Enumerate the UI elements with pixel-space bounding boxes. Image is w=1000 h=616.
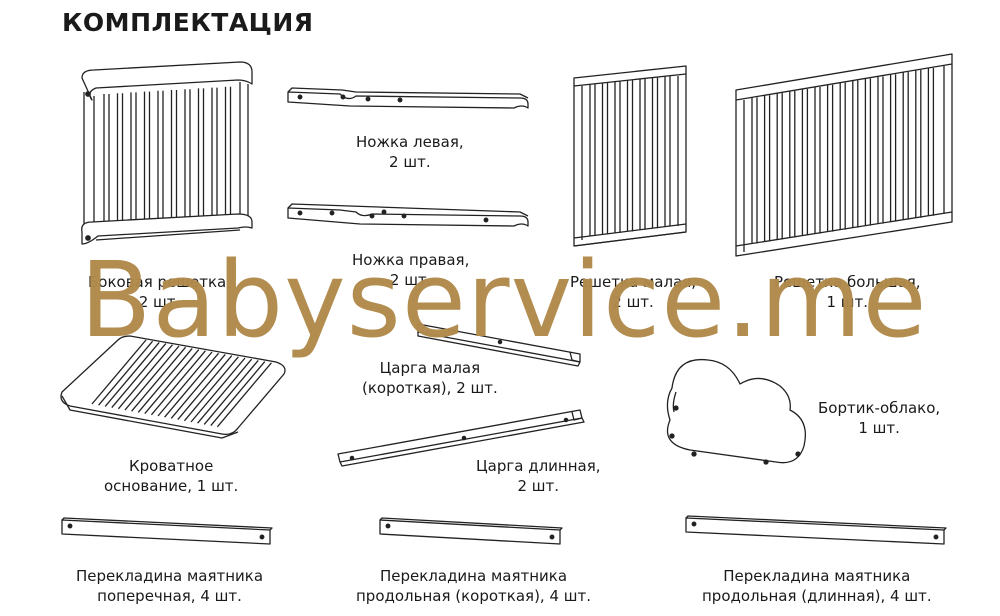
label-bar-long-short: Перекладина маятника продольная (коротка… xyxy=(356,567,592,605)
slat-line xyxy=(137,347,193,413)
slat-line xyxy=(111,343,167,409)
label-leg-left: Ножка левая, 2 шт. xyxy=(356,133,464,171)
tsarga-long-drawing xyxy=(337,409,585,467)
slat-line xyxy=(203,359,259,425)
tsarga-short-drawing xyxy=(417,323,581,367)
label-tsarga-long: Царга длинная, 2 шт. xyxy=(476,457,601,495)
slat-line xyxy=(150,350,206,416)
grid-large-drawing xyxy=(735,53,953,257)
slat-line xyxy=(91,339,147,405)
slat-line xyxy=(177,355,233,421)
watermark: Babyservice.me xyxy=(80,239,928,361)
bar-long-short-drawing xyxy=(379,517,563,545)
label-bar-cross: Перекладина маятника поперечная, 4 шт. xyxy=(76,567,264,605)
page-title: КОМПЛЕКТАЦИЯ xyxy=(62,8,314,37)
slat-line xyxy=(216,362,272,428)
slat-line xyxy=(164,352,220,418)
slat-line xyxy=(210,361,266,427)
bar-cross-drawing xyxy=(61,517,273,545)
cloud-board-drawing xyxy=(666,358,807,465)
bed-base-drawing xyxy=(60,335,286,439)
bar-long-long-drawing xyxy=(685,515,947,545)
slat-line xyxy=(144,349,200,415)
leg-right-drawing xyxy=(287,203,529,227)
grid-small-drawing xyxy=(573,65,687,247)
label-leg-right: Ножка правая, 2 шт. xyxy=(352,251,470,289)
side-rail-drawing xyxy=(81,61,253,245)
label-grid-large: Решетка большая, 1 шт. xyxy=(774,273,921,311)
slat-line xyxy=(190,357,246,423)
label-grid-small: Решетка малая, 2 шт. xyxy=(570,273,697,311)
slat-line xyxy=(170,353,226,419)
slat-line xyxy=(124,345,180,411)
slat-line xyxy=(104,341,160,407)
label-cloud-board: Бортик-облако, 1 шт. xyxy=(818,399,941,437)
slat-line xyxy=(117,344,173,410)
label-tsarga-short: Царга малая (короткая), 2 шт. xyxy=(362,359,498,397)
slat-line xyxy=(183,356,239,422)
slat-line xyxy=(131,346,187,412)
label-bed-base: Кроватное основание, 1 шт. xyxy=(104,457,239,495)
label-bar-long-long: Перекладина маятника продольная (длинная… xyxy=(702,567,932,605)
slat-line xyxy=(157,351,213,417)
label-side-rail: Боковая решетка, 2 шт. xyxy=(88,273,231,311)
leg-left-drawing xyxy=(287,87,529,109)
slat-line xyxy=(197,358,253,424)
slat-line xyxy=(98,340,154,406)
